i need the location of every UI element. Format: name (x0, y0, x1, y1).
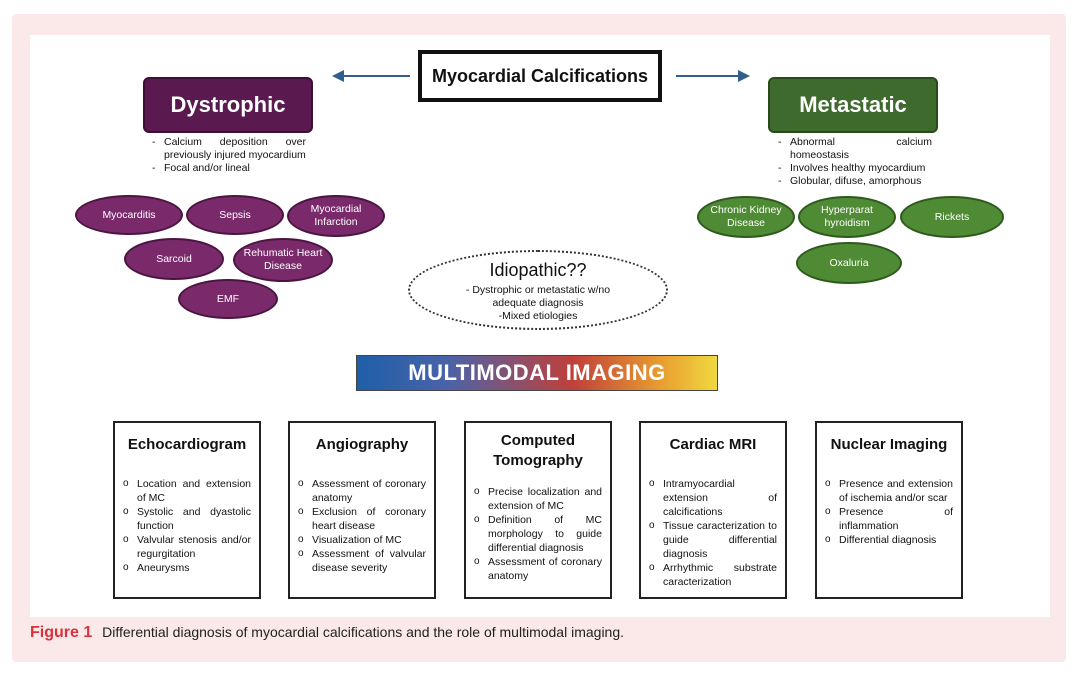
metastatic-bullets: Abnormal calcium homeostasis Involves he… (776, 136, 932, 188)
modality-title: Echocardiogram (127, 436, 247, 453)
modality-item: Intramyocardial extension of calcificati… (649, 477, 777, 519)
cause-chronic-kidney-disease: Chronic Kidney Disease (697, 196, 795, 238)
modality-title: Angiography (315, 436, 409, 453)
modality-item: Exclusion of coronary heart disease (298, 505, 426, 533)
modality-item: Aneurysms (123, 561, 251, 575)
arrow-right-head (738, 70, 750, 82)
modality-item: Valvular stenosis and/or regurgitation (123, 533, 251, 561)
metastatic-bullet: Abnormal calcium homeostasis (776, 136, 932, 162)
modality-item: Tissue caracterization to guide differen… (649, 519, 777, 561)
diagram-title: Myocardial Calcifications (418, 50, 662, 102)
caption-text: Differential diagnosis of myocardial cal… (102, 624, 625, 640)
idiopathic-ellipse: Idiopathic?? - Dystrophic or metastatic … (408, 250, 668, 330)
idiopathic-text: - Dystrophic or metastatic w/no adequate… (410, 284, 666, 323)
modality-item: Systolic and dyastolic function (123, 505, 251, 533)
figure-caption: Figure 1 Differential diagnosis of myoca… (30, 624, 624, 642)
modality-item: Assessment of coronary anatomy (474, 555, 602, 583)
modality-item: Arrhythmic substrate caracterization (649, 561, 777, 589)
modality-item: Assessment of valvular disease severity (298, 547, 426, 575)
idiopathic-line: adequate diagnosis (492, 297, 584, 309)
modality-item: Presence and extension of ischemia and/o… (825, 477, 953, 505)
modality-nuclear-imaging: Nuclear Imaging Presence and extension o… (815, 421, 963, 599)
modality-item: Differential diagnosis (825, 533, 953, 547)
modality-angiography: Angiography Assessment of coronary anato… (288, 421, 436, 599)
modality-cardiac-mri: Cardiac MRI Intramyocardial extension of… (639, 421, 787, 599)
modality-item: Presence of inflammation (825, 505, 953, 533)
dystrophic-bullet: Calcium deposition over previously injur… (150, 136, 306, 162)
modality-item: Visualization of MC (298, 533, 426, 547)
arrow-left-line (344, 75, 410, 77)
modality-echocardiogram: Echocardiogram Location and extension of… (113, 421, 261, 599)
multimodal-imaging-banner: MULTIMODAL IMAGING (356, 355, 718, 391)
modality-list: Precise localization and extension of MC… (474, 485, 602, 583)
idiopathic-title: Idiopathic?? (489, 260, 587, 280)
idiopathic-line: -Mixed etiologies (498, 310, 578, 322)
cause-emf: EMF (178, 279, 278, 319)
cause-sepsis: Sepsis (186, 195, 284, 235)
cause-myocardial-infarction: Myocardial Infarction (287, 195, 385, 237)
idiopathic-line: - Dystrophic or metastatic w/no (465, 284, 611, 296)
arrow-right-line (676, 75, 740, 77)
cause-rickets: Rickets (900, 196, 1004, 238)
dystrophic-bullet: Focal and/or lineal (150, 162, 306, 175)
caption-label: Figure 1 (30, 624, 93, 641)
modality-title: Computed Tomography (493, 432, 583, 469)
modality-item: Definition of MC morphology to guide dif… (474, 513, 602, 555)
dystrophic-bullets: Calcium deposition over previously injur… (150, 136, 306, 175)
modality-title: Nuclear Imaging (830, 436, 948, 453)
metastatic-box: Metastatic (768, 77, 938, 133)
modality-computed-tomography: Computed Tomography Precise localization… (464, 421, 612, 599)
modality-list: Location and extension of MC Systolic an… (123, 477, 251, 575)
modality-list: Intramyocardial extension of calcificati… (649, 477, 777, 589)
dystrophic-box: Dystrophic (143, 77, 313, 133)
modality-item: Precise localization and extension of MC (474, 485, 602, 513)
metastatic-bullet: Involves healthy myocardium (776, 162, 932, 175)
arrow-left-head (332, 70, 344, 82)
cause-rheumatic-heart-disease: Rehumatic Heart Disease (233, 238, 333, 282)
modality-list: Assessment of coronary anatomy Exclusion… (298, 477, 426, 575)
modality-item: Assessment of coronary anatomy (298, 477, 426, 505)
cause-oxaluria: Oxaluria (796, 242, 902, 284)
modality-item: Location and extension of MC (123, 477, 251, 505)
cause-hyperparathyroidism: Hyperparat hyroidism (798, 196, 896, 238)
cause-sarcoid: Sarcoid (124, 238, 224, 280)
cause-myocarditis: Myocarditis (75, 195, 183, 235)
modality-title: Cardiac MRI (669, 436, 757, 453)
metastatic-bullet: Globular, difuse, amorphous (776, 175, 932, 188)
modality-list: Presence and extension of ischemia and/o… (825, 477, 953, 547)
